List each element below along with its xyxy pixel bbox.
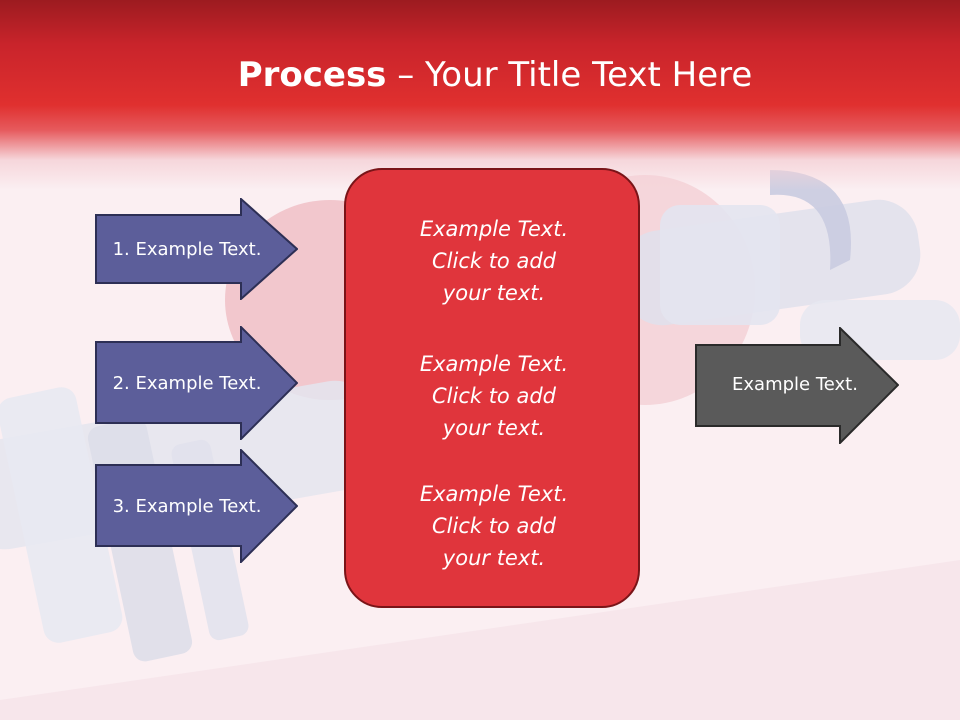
paragraph-line: Example Text. — [419, 217, 569, 241]
paragraph-line: Click to add — [431, 384, 556, 408]
step-arrow-1[interactable]: 1. Example Text. — [95, 198, 298, 300]
center-paragraph-3: Example Text. Click to add your text. — [346, 478, 642, 574]
center-text-box[interactable]: Example Text. Click to add your text. Ex… — [344, 168, 640, 608]
paragraph-line: Example Text. — [419, 482, 569, 506]
arrow-shape-icon — [95, 198, 298, 300]
paragraph-line: your text. — [442, 281, 546, 305]
center-paragraph-1: Example Text. Click to add your text. — [346, 213, 642, 309]
paragraph-line: your text. — [442, 546, 546, 570]
arrow-shape-icon — [95, 449, 298, 563]
paragraph-line: your text. — [442, 416, 546, 440]
arrow-shape-icon — [95, 326, 298, 440]
paragraph-line: Click to add — [431, 514, 556, 538]
title-bold: Process — [237, 55, 387, 95]
arrow-shape-icon — [695, 327, 899, 444]
paragraph-line: Click to add — [431, 249, 556, 273]
slide-title[interactable]: Process – Your Title Text Here — [0, 52, 960, 98]
output-arrow[interactable]: Example Text. — [695, 327, 899, 444]
step-arrow-3[interactable]: 3. Example Text. — [95, 449, 298, 563]
title-bar — [0, 0, 960, 190]
output-arrow-label: Example Text. — [732, 373, 858, 395]
paragraph-line: Example Text. — [419, 352, 569, 376]
step-arrow-2[interactable]: 2. Example Text. — [95, 326, 298, 440]
step-arrow-label: 1. Example Text. — [112, 238, 262, 260]
step-arrow-label: 2. Example Text. — [112, 372, 262, 394]
step-arrow-label: 3. Example Text. — [112, 495, 262, 517]
title-rest: – Your Title Text Here — [386, 55, 753, 95]
center-paragraph-2: Example Text. Click to add your text. — [346, 348, 642, 444]
